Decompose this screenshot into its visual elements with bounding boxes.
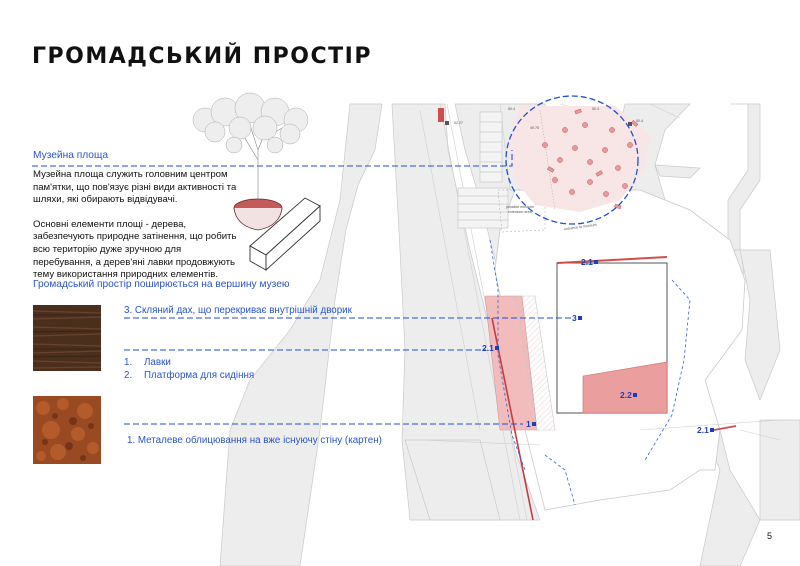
stairs <box>457 111 509 229</box>
level-a: 52.27 <box>454 121 463 125</box>
tree-plaza-seats <box>542 108 639 210</box>
legend-list-text: Лавки <box>144 357 171 368</box>
plan-label-3: 3 <box>572 313 582 323</box>
section-body: Музейна площа служить головним центром п… <box>33 169 243 294</box>
legend-list-item: 1. Лавки <box>124 356 254 369</box>
level-b: 50.4 <box>592 107 599 111</box>
seating-platform-zone <box>582 361 668 414</box>
museum-note-1: possible museum <box>506 205 534 209</box>
museum-note-2: extension area <box>508 210 532 214</box>
paragraph-1: Музейна площа служить головним центром п… <box>33 169 237 206</box>
paragraph-2: Основні елементи площі - дерева, забезпе… <box>33 218 237 281</box>
legend-list-num: 2. <box>124 370 133 381</box>
legend-list-text: Платформа для сидіння <box>144 370 255 381</box>
corten-swatch <box>33 396 101 464</box>
legend-list-num: 1. <box>124 357 133 368</box>
focus-circle <box>505 95 639 225</box>
plan-label-1: 1 <box>526 419 536 429</box>
section-heading: Музейна площа <box>33 150 109 161</box>
level-e: 49.75 <box>530 126 539 130</box>
page-title: ГРОМАДСЬКИЙ ПРОСТІР <box>32 44 372 69</box>
plan-label-2-1-right: 2.1 <box>697 425 714 435</box>
tree-illustration <box>192 92 309 200</box>
wood-swatch <box>33 305 101 371</box>
legend-item-3: 3. Скляний дах, що перекриває внутрішній… <box>124 305 352 316</box>
level-d: 50.4 <box>508 107 515 111</box>
page-number: 5 <box>766 531 772 541</box>
plan-label-2-1-top: 2.1 <box>581 257 598 267</box>
legend-list-item: 2. Платформа для сидіння <box>124 369 254 382</box>
tree-plaza-zone <box>508 106 650 212</box>
planter-illustration <box>233 198 283 231</box>
plan-label-2-1-left: 2.1 <box>482 343 499 353</box>
legend-list: 1. Лавки 2. Платформа для сидіння <box>124 356 254 382</box>
legend-item-1: 1. Металеве облицювання на вже існуючу с… <box>127 435 382 446</box>
plan-label-2-2: 2.2 <box>620 390 637 400</box>
level-c: 50.4 <box>636 119 643 123</box>
bench-illustration <box>249 197 321 272</box>
section-subheading: Громадський простір поширюється на верши… <box>33 279 290 290</box>
